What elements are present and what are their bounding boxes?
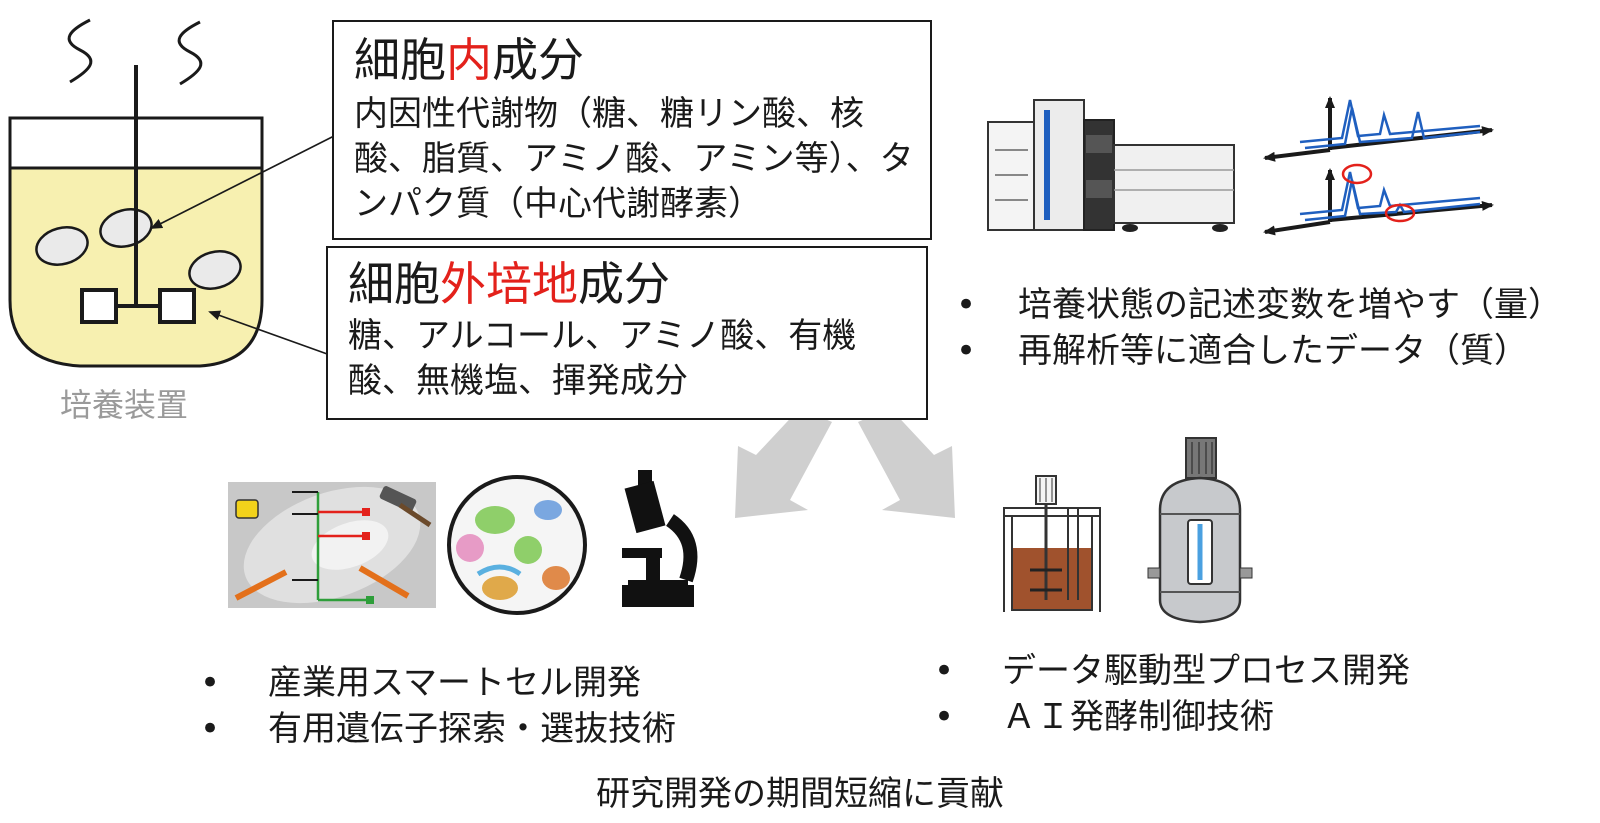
analysis-bullet: •培養状態の記述変数を増やす（量）	[956, 285, 1562, 325]
culture-device-label: 培養装置	[60, 386, 189, 424]
lc-ms-instrument-icon	[987, 99, 1235, 232]
intracellular-body: 内因性代謝物（糖、糖リン酸、核酸、脂質、アミノ酸、アミン等）、タンパク質（中心代…	[354, 94, 914, 224]
extracellular-pointer	[208, 310, 331, 356]
arrow-to-right-outcomes	[858, 408, 955, 518]
intracellular-pointer	[150, 134, 337, 229]
extracellular-box: 細胞外培地成分 糖、アルコール、アミノ酸、有機酸、無機塩、揮発成分	[326, 246, 928, 420]
intracellular-highlight: 内	[446, 33, 492, 87]
right-outcome-bullet: •ＡＩ発酵制御技術	[934, 697, 1274, 737]
left-outcome-bullet: •有用遺伝子探索・選抜技術	[200, 709, 676, 749]
chromatogram-icon	[1263, 96, 1494, 236]
left-outcome-bullet: •産業用スマートセル開発	[200, 663, 641, 703]
arrow-to-left-outcomes	[735, 408, 832, 518]
extracellular-title: 細胞外培地成分	[348, 257, 670, 311]
right-outcome-bullet: •データ駆動型プロセス開発	[934, 651, 1410, 691]
analysis-bullets: •培養状態の記述変数を増やす（量） •再解析等に適合したデータ（質）	[956, 282, 1562, 374]
microscope-icon	[622, 470, 698, 607]
intracellular-title: 細胞内成分	[354, 33, 584, 87]
metabolic-pathway-tools-icon	[228, 482, 436, 608]
right-outcome-bullets: •データ駆動型プロセス開発 •ＡＩ発酵制御技術	[934, 648, 1410, 740]
lab-fermenter-icon	[1003, 475, 1101, 612]
analysis-bullet: •再解析等に適合したデータ（質）	[956, 331, 1528, 371]
extracellular-body: 糖、アルコール、アミノ酸、有機酸、無機塩、揮発成分	[348, 316, 857, 401]
footer-caption: 研究開発の期間短縮に貢献	[596, 774, 1004, 814]
extracellular-highlight: 外培地	[440, 257, 578, 311]
industrial-fermenter-icon	[1147, 437, 1253, 624]
intracellular-box: 細胞内成分 内因性代謝物（糖、糖リン酸、核酸、脂質、アミノ酸、アミン等）、タンパ…	[332, 20, 932, 240]
culture-vessel-icon	[8, 18, 264, 368]
left-outcome-bullets: •産業用スマートセル開発 •有用遺伝子探索・選抜技術	[200, 660, 676, 752]
microbes-icon	[447, 475, 587, 615]
